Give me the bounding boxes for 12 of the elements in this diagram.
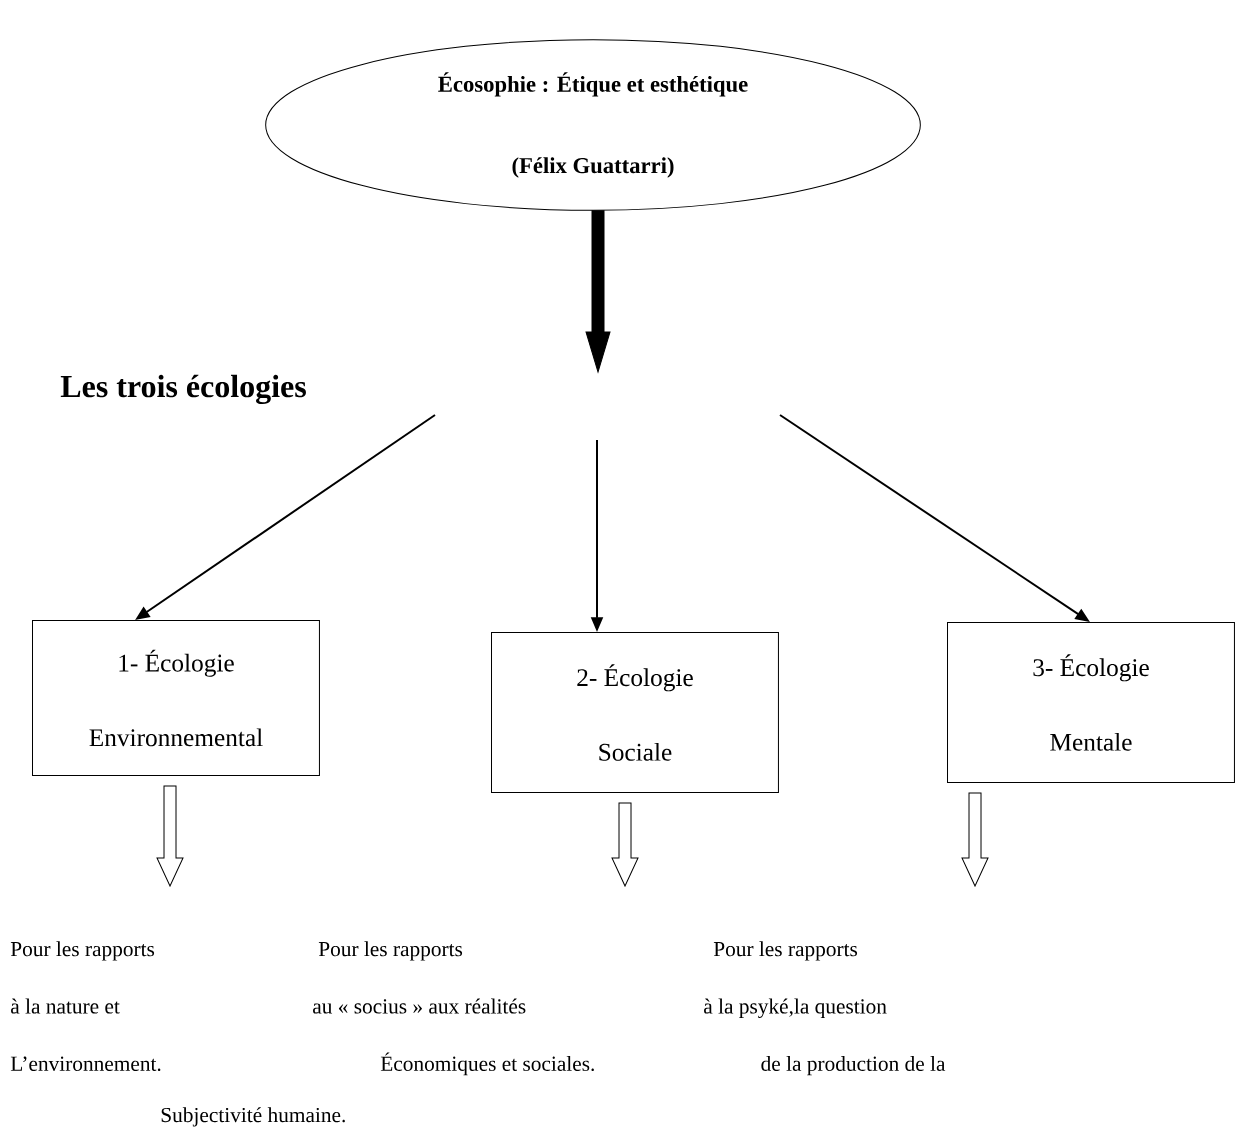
block-arrow	[611, 802, 639, 887]
description-text: Subjectivité humaine.	[161, 1107, 345, 1127]
description-text: Pour les rapports à la psyké,la question de la production de la	[704, 941, 946, 1076]
process-box: 3- Écologie Mentale	[947, 622, 1235, 783]
block-arrow	[156, 785, 184, 887]
process-box: 1- Écologie Environnemental	[32, 620, 320, 776]
process-box: 2- Écologie Sociale	[491, 632, 779, 793]
description-text: Pour les rapports à la nature et L’environnement.	[10, 941, 161, 1072]
block-arrow	[961, 792, 989, 887]
description-text: Pour les rapports au « socius » aux réalités Économiques et sociales.	[313, 941, 594, 1076]
heading-text: Les trois écologies	[60, 374, 306, 405]
block-arrow	[585, 210, 611, 373]
